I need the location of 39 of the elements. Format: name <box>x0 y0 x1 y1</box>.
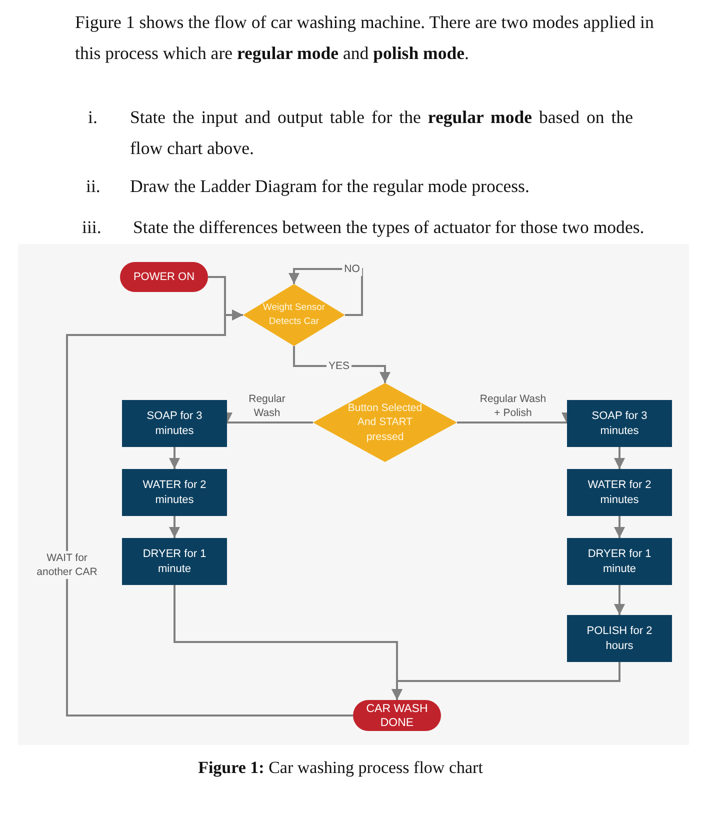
node-text: WATER for 2 minutes <box>142 478 208 508</box>
arrow <box>614 585 625 615</box>
process-box <box>567 615 672 662</box>
figure-caption: Figure 1: Car washing process flow chart <box>197 757 484 779</box>
edge-label: NO <box>342 262 362 276</box>
decision-diamond <box>243 284 345 346</box>
process-box <box>567 538 672 585</box>
terminal-node <box>120 262 208 292</box>
list-number: iii. <box>82 216 102 238</box>
node-text: Button Selected And START pressed <box>346 400 424 444</box>
node-text: CAR WASH DONE <box>365 702 429 730</box>
arrow <box>614 447 625 469</box>
process-box <box>567 400 672 447</box>
intro-paragraph: Figure 1 shows the flow of car washing machine. There are two modes applied in this process which are regular mode and polish mode. <box>75 10 655 65</box>
process-box <box>122 538 227 585</box>
node-text: DRYER for 1 minute <box>142 546 208 576</box>
arrow <box>614 516 625 538</box>
process-box <box>122 469 227 516</box>
list-number: i. <box>88 106 98 128</box>
node-text: WATER for 2 minutes <box>586 478 652 508</box>
node-text: SOAP for 3 minutes <box>590 408 648 438</box>
arrow <box>169 516 180 538</box>
process-box <box>567 469 672 516</box>
arrow <box>66 310 353 716</box>
question-text: Draw the Ladder Diagram for the regular mode process. <box>130 174 530 198</box>
node-text: Weight Sensor Detects Car <box>262 301 326 329</box>
question-text: State the differences between the types of actuator for those two modes. <box>133 216 646 239</box>
arrow <box>392 662 620 700</box>
question-text: State the input and output table for the regular mode based on the flow chart above. <box>130 106 633 160</box>
terminal-node <box>353 700 441 731</box>
arrow <box>288 268 363 316</box>
arrow <box>169 447 180 469</box>
node-text: SOAP for 3 minutes <box>146 408 204 438</box>
node-text: POLISH for 2 hours <box>586 624 654 654</box>
node-text: DRYER for 1 minute <box>586 546 652 576</box>
decision-diamond <box>313 383 457 462</box>
list-number: ii. <box>86 174 102 198</box>
node-text: POWER ON <box>133 270 195 284</box>
process-box <box>122 400 227 447</box>
